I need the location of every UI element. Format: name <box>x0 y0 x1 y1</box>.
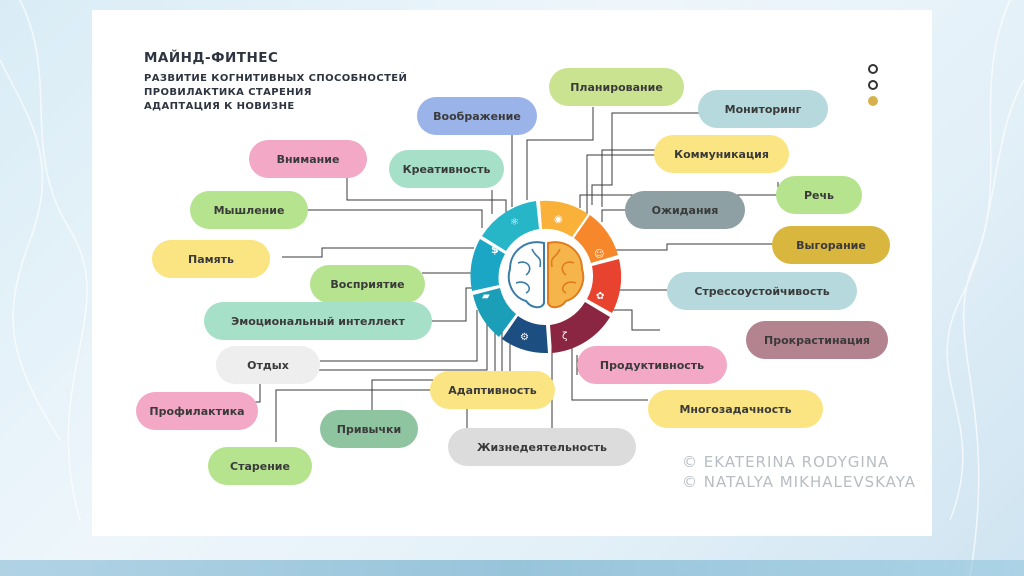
node-lifeactivity: Жизнедеятельность <box>448 428 636 466</box>
node-label: Выгорание <box>796 238 866 252</box>
hub-glyph: $ <box>491 243 499 256</box>
node-label: Мониторинг <box>724 102 802 116</box>
credit-line: © NATALYA MIKHALEVSKAYA <box>682 473 917 491</box>
node-rest: Отдых <box>216 346 320 384</box>
node-attention: Внимание <box>249 140 367 178</box>
hub-glyph: ☺ <box>594 249 604 260</box>
node-label: Речь <box>803 188 835 202</box>
hub-glyph: ◉ <box>554 214 563 225</box>
node-label: Мышление <box>213 203 285 217</box>
page-title: МАЙНД-ФИТНЕС <box>144 50 279 66</box>
hub-glyph: ⚛ <box>510 217 519 228</box>
node-prevention: Профилактика <box>136 392 258 430</box>
hub-glyph: ζ <box>562 331 567 342</box>
menu-dot-icon <box>868 96 878 106</box>
node-label: Старение <box>230 459 290 473</box>
node-label: Восприятие <box>330 277 405 291</box>
hub-glyph: ▰ <box>482 291 490 302</box>
node-label: Эмоциональный интеллект <box>231 314 405 328</box>
node-burnout: Выгорание <box>772 226 890 264</box>
menu-dot-icon <box>868 80 878 90</box>
node-label: Ожидания <box>651 203 719 217</box>
node-adaptivity: Адаптивность <box>430 371 555 409</box>
heading-block: МАЙНД-ФИТНЕС РАЗВИТИЕ КОГНИТИВНЫХ СПОСОБ… <box>144 50 407 114</box>
node-label: Продуктивность <box>599 358 705 372</box>
node-label: Прокрастинация <box>764 333 870 347</box>
subtitle-line: АДАПТАЦИЯ К НОВИЗНЕ <box>144 101 295 112</box>
hub-glyph: ⚙ <box>520 332 529 343</box>
node-label: Воображение <box>433 109 521 123</box>
node-label: Память <box>187 252 234 266</box>
hub-glyph: ✿ <box>596 291 604 302</box>
node-productivity: Продуктивность <box>577 346 727 384</box>
node-monitoring: Мониторинг <box>698 90 828 128</box>
credits: © EKATERINA RODYGINA © NATALYA MIKHALEVS… <box>682 452 916 492</box>
node-imagination: Воображение <box>417 97 537 135</box>
node-label: Отдых <box>247 358 289 372</box>
node-habits: Привычки <box>320 410 418 448</box>
node-expectations: Ожидания <box>625 191 745 229</box>
node-label: Профилактика <box>149 404 245 418</box>
node-perception: Восприятие <box>310 265 425 303</box>
node-procrastination: Прокрастинация <box>746 321 888 359</box>
node-multitasking: Многозадачность <box>648 390 823 428</box>
node-label: Планирование <box>570 80 663 94</box>
hub-ring: $ ☺ ✿ ζ ⚙ ▰ ⚛ ◉ <box>470 200 622 354</box>
brain-hub: $ ☺ ✿ ζ ⚙ ▰ ⚛ ◉ <box>470 200 622 354</box>
node-planning: Планирование <box>549 68 684 106</box>
credit-line: © EKATERINA RODYGINA <box>682 453 890 471</box>
diagram-card: МАЙНД-ФИТНЕС РАЗВИТИЕ КОГНИТИВНЫХ СПОСОБ… <box>92 10 932 536</box>
subtitle-line: РАЗВИТИЕ КОГНИТИВНЫХ СПОСОБНОСТЕЙ <box>144 73 408 84</box>
node-ei: Эмоциональный интеллект <box>204 302 432 340</box>
node-label: Жизнедеятельность <box>477 440 607 454</box>
node-label: Внимание <box>276 152 340 166</box>
node-creativity: Креативность <box>389 150 504 188</box>
node-memory: Память <box>152 240 270 278</box>
node-label: Адаптивность <box>448 383 537 397</box>
node-label: Коммуникация <box>674 147 769 161</box>
node-label: Многозадачность <box>679 402 792 416</box>
node-thinking: Мышление <box>190 191 308 229</box>
node-communication: Коммуникация <box>654 135 789 173</box>
node-aging: Старение <box>208 447 312 485</box>
node-label: Стрессоустойчивость <box>694 284 830 298</box>
subtitle-line: ПРОВИЛАКТИКА СТАРЕНИЯ <box>144 87 312 98</box>
node-label: Креативность <box>402 162 491 176</box>
node-speech: Речь <box>776 176 862 214</box>
footer-band <box>0 560 1024 576</box>
menu-dot-icon <box>868 64 878 74</box>
node-stress: Стрессоустойчивость <box>667 272 857 310</box>
node-label: Привычки <box>336 422 402 436</box>
